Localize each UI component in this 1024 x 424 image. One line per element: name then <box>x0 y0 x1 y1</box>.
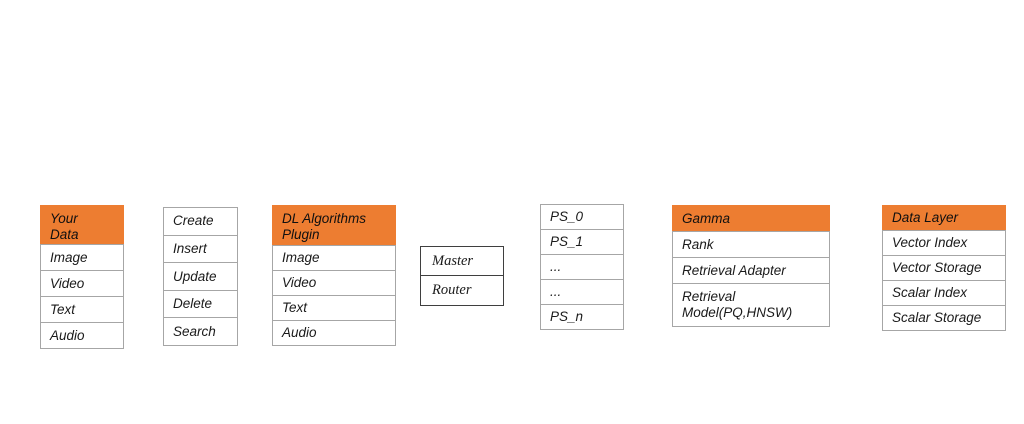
column-dl-algorithms-plugin: DL Algorithms Plugin Image Video Text Au… <box>272 205 396 346</box>
list-item[interactable]: Text <box>40 296 124 323</box>
list-item[interactable]: Vector Index <box>882 230 1006 256</box>
list-item[interactable]: Rank <box>672 231 830 258</box>
list-item-ellipsis: ... <box>540 254 624 280</box>
list-item[interactable]: Audio <box>272 320 396 346</box>
column-header-gamma: Gamma <box>672 205 830 232</box>
list-item[interactable]: Delete <box>163 289 238 319</box>
column-header-your-data: Your Data <box>40 205 124 245</box>
list-item[interactable]: Retrieval Adapter <box>672 257 830 284</box>
list-item-router[interactable]: Router <box>420 275 504 307</box>
list-item[interactable]: Vector Storage <box>882 255 1006 281</box>
list-item[interactable]: Create <box>163 207 238 236</box>
column-master-router: Master Router <box>420 246 504 307</box>
column-header-dl-algorithms-plugin: DL Algorithms Plugin <box>272 205 396 246</box>
list-item-master[interactable]: Master <box>420 246 504 277</box>
list-item[interactable]: Text <box>272 295 396 321</box>
list-item-ellipsis: ... <box>540 279 624 305</box>
list-item[interactable]: Audio <box>40 322 124 349</box>
column-operations: Create Insert Update Delete Search <box>163 207 238 346</box>
list-item[interactable]: PS_0 <box>540 204 624 230</box>
list-item[interactable]: Retrieval Model(PQ,HNSW) <box>672 283 830 327</box>
list-item[interactable]: Scalar Storage <box>882 305 1006 331</box>
list-item[interactable]: Scalar Index <box>882 280 1006 306</box>
column-your-data: Your Data Image Video Text Audio <box>40 205 124 349</box>
list-item[interactable]: Video <box>272 270 396 296</box>
column-parameter-servers: PS_0 PS_1 ... ... PS_n <box>540 204 624 330</box>
list-item[interactable]: Video <box>40 270 124 297</box>
list-item[interactable]: PS_1 <box>540 229 624 255</box>
list-item[interactable]: Update <box>163 262 238 291</box>
list-item[interactable]: PS_n <box>540 304 624 330</box>
list-item[interactable]: Image <box>40 244 124 271</box>
column-gamma: Gamma Rank Retrieval Adapter Retrieval M… <box>672 205 830 327</box>
list-item[interactable]: Image <box>272 245 396 271</box>
column-data-layer: Data Layer Vector Index Vector Storage S… <box>882 205 1006 331</box>
list-item[interactable]: Insert <box>163 234 238 264</box>
column-header-data-layer: Data Layer <box>882 205 1006 231</box>
list-item[interactable]: Search <box>163 317 238 346</box>
